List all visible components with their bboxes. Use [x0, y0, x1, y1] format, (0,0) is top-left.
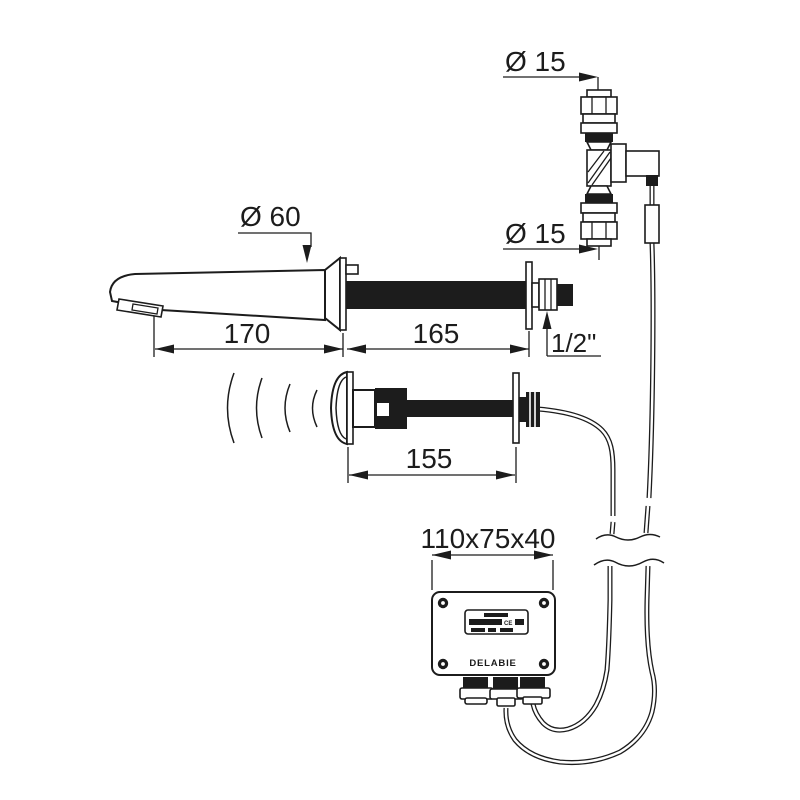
sensor-dome: [329, 370, 348, 446]
cable-connector: [644, 204, 660, 244]
solenoid-coil: [625, 150, 660, 177]
dimension-155: 155: [347, 443, 517, 483]
box-size-label: 110x75x40: [421, 523, 556, 554]
dimension-165: 165: [347, 318, 530, 357]
sensor-collar: [352, 389, 376, 428]
sensor-wall-plate: [512, 372, 520, 444]
sensor-threaded-rod: [407, 400, 514, 417]
dimension-box-size: 110x75x40: [421, 523, 556, 590]
dia60-label: Ø 60: [240, 201, 301, 232]
spout-threaded-rod: [346, 281, 527, 309]
solenoid-coil-flange: [610, 143, 627, 183]
control-box: CE DELABIE: [431, 591, 556, 707]
solenoid-valve: [580, 89, 660, 260]
cable-break-symbol: [593, 533, 665, 567]
sensor-window: [377, 403, 389, 416]
valve-top-nut: [580, 96, 618, 115]
solenoid-cable: [644, 186, 660, 533]
dia15-top-label: Ø 15: [505, 46, 566, 77]
brand-label: DELABIE: [469, 658, 516, 669]
anti-rotation-tab: [345, 264, 359, 275]
valve-bottom-nut: [580, 221, 618, 240]
rating-plate: CE: [464, 609, 529, 635]
dimension-half-inch: 1/2": [542, 311, 601, 358]
dimension-dia60: Ø 60: [238, 201, 312, 263]
sensor-back-nut: [526, 392, 540, 427]
spout-flange: [324, 255, 341, 333]
len-165-label: 165: [413, 318, 460, 349]
dimension-dia15-top: Ø 15: [503, 46, 599, 90]
valve-top-cap: [586, 89, 612, 98]
spout-thread-end: [557, 284, 573, 306]
sensor-cable: [538, 409, 613, 534]
cable-gland-3: [516, 677, 551, 705]
cables: [506, 186, 660, 763]
dia15-bottom-label: Ø 15: [505, 218, 566, 249]
ce-mark: CE: [504, 621, 512, 627]
dimension-170: 170: [153, 316, 344, 357]
len-155-label: 155: [406, 443, 453, 474]
detection-waves-icon: [226, 372, 318, 444]
spout-wall-plate: [525, 261, 533, 330]
coil-cable-gland: [646, 175, 658, 186]
dimension-dia15-bottom: Ø 15: [503, 218, 598, 254]
spout-aerator: [131, 303, 159, 315]
cable-gland-1: [459, 677, 494, 705]
corner-screw-icon: [437, 597, 550, 670]
thread-size-label: 1/2": [551, 328, 596, 358]
spout-back-nut: [538, 278, 558, 311]
sensor-assembly: [226, 370, 540, 446]
cable-gland-2: [489, 677, 524, 707]
len-170-label: 170: [224, 318, 271, 349]
valve-bottom-cap: [586, 238, 612, 247]
spout-assembly: [108, 255, 573, 333]
